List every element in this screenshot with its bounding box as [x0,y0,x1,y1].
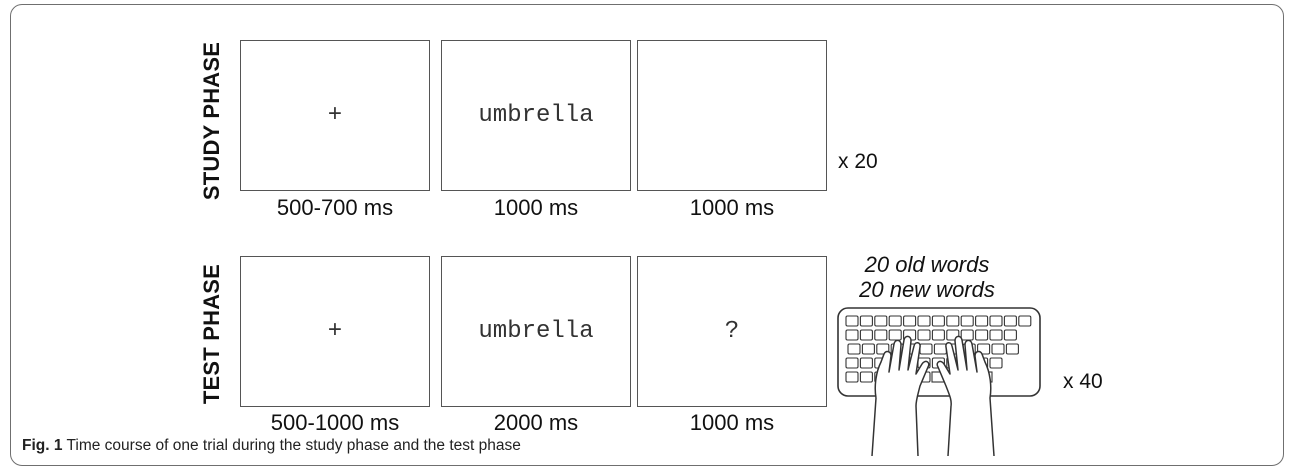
test-word-duration: 2000 ms [493,410,579,435]
keyboard-key [859,329,873,341]
keyboard-key [917,329,931,341]
new-words-label: 20 new words [859,277,995,302]
study-blank-screen [637,40,827,191]
keyboard-key [903,315,917,327]
keyboard-key [946,329,960,341]
study-blank-duration: 1000 ms [689,195,775,220]
keyboard-key [977,343,991,355]
keyboard-key [975,329,989,341]
study-word-screen: umbrella [441,40,631,191]
study-fixation-screen: + [240,40,430,191]
test-fixation-duration: 500-1000 ms [270,410,400,435]
keyboard-key [1003,315,1017,327]
keyboard-key [876,343,890,355]
keyboard-key [888,315,902,327]
test-phase-label: TEST PHASE [199,263,224,405]
keyboard-key [1018,315,1032,327]
keyboard-key [874,329,888,341]
keyboard-key [845,371,859,383]
study-repeat-count: x 20 [838,150,878,173]
keyboard-key [946,315,960,327]
old-words-label: 20 old words [864,252,990,277]
caption-label: Fig. 1 [22,437,63,454]
keyboard-key [845,315,859,327]
keyboard-key [931,329,945,341]
study-word-duration: 1000 ms [493,195,579,220]
study-fixation-duration: 500-700 ms [276,195,394,220]
word-counts: 20 old words 20 new words [817,252,1037,302]
study-phase-label: STUDY PHASE [199,41,224,201]
keyboard-key [989,315,1003,327]
keyboard-key [1003,329,1017,341]
keyboard-key [888,329,902,341]
figure-caption: Fig. 1 Time course of one trial during t… [22,437,521,455]
keyboard-key [859,371,873,383]
keyboard-with-hands-icon [837,307,1041,457]
keyboard-key [989,357,1003,369]
keyboard-key [847,343,861,355]
keyboard-key [991,343,1005,355]
keyboard-key [859,315,873,327]
test-question-screen: ? [637,256,827,407]
keyboard-key [975,315,989,327]
test-word-screen: umbrella [441,256,631,407]
keyboard-key [931,315,945,327]
keyboard-key [859,357,873,369]
keyboard-key [1005,343,1019,355]
keyboard-key [917,315,931,327]
keyboard-key [845,329,859,341]
keyboard-key [845,357,859,369]
caption-text: Time course of one trial during the stud… [62,437,521,454]
keyboard-key [861,343,875,355]
figure-frame [10,4,1284,466]
test-repeat-count: x 40 [1063,370,1103,393]
test-question-duration: 1000 ms [689,410,775,435]
keyboard-key [874,315,888,327]
test-fixation-screen: + [240,256,430,407]
keyboard-key [989,329,1003,341]
keyboard-key [960,315,974,327]
